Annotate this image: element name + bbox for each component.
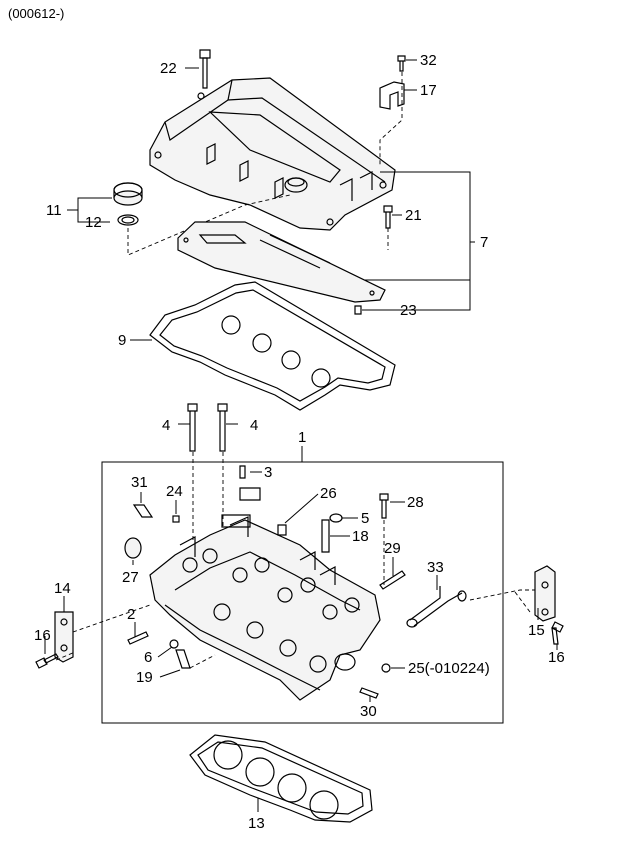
callout-16b: 16 — [548, 649, 565, 666]
callout-13: 13 — [248, 815, 265, 832]
stud-19 — [175, 649, 191, 669]
callout-12: 12 — [85, 214, 102, 231]
callout-30: 30 — [360, 703, 377, 720]
callout-9: 9 — [118, 332, 126, 349]
tube-18 — [321, 513, 343, 553]
callout-1: 1 — [298, 429, 306, 446]
plug-25 — [381, 663, 391, 673]
stud-2 — [127, 631, 149, 645]
header-code: (000612-) — [8, 6, 65, 21]
bolt-16a — [35, 653, 59, 669]
bolt-16b — [551, 621, 564, 645]
callout-18: 18 — [352, 528, 369, 545]
bracket-14 — [54, 611, 74, 663]
cylinder-head — [149, 516, 381, 701]
cap-gasket-12 — [117, 214, 139, 226]
cover-gasket-9 — [149, 281, 396, 411]
cam-cap-3 — [221, 465, 261, 528]
callout-17: 17 — [420, 82, 437, 99]
sensor-26 — [277, 524, 287, 536]
grommet-23 — [354, 305, 362, 315]
bolt-6 — [169, 639, 179, 649]
callout-23: 23 — [400, 302, 417, 319]
head-gasket-13 — [189, 734, 373, 823]
bracket-15 — [534, 565, 556, 622]
callout-24: 24 — [166, 483, 183, 500]
callout-25: 25(-010224) — [408, 660, 490, 677]
callout-19: 19 — [136, 669, 153, 686]
callout-7: 7 — [480, 234, 488, 251]
callout-26: 26 — [320, 485, 337, 502]
callout-31: 31 — [131, 474, 148, 491]
callout-29: 29 — [384, 540, 401, 557]
clip-17 — [379, 81, 405, 110]
callout-33: 33 — [427, 559, 444, 576]
callout-3: 3 — [264, 464, 272, 481]
callout-27: 27 — [122, 569, 139, 586]
plug-31 — [132, 504, 154, 518]
head-bolt-4a — [187, 403, 198, 452]
stud-30 — [359, 687, 379, 699]
dowel-24 — [172, 515, 180, 523]
oil-filler-cap-11 — [113, 182, 143, 206]
callout-32: 32 — [420, 52, 437, 69]
head-bolt-4b — [217, 403, 228, 452]
callout-21: 21 — [405, 207, 422, 224]
bolt-32 — [397, 55, 406, 72]
callout-4b: 4 — [250, 417, 258, 434]
callout-2: 2 — [127, 606, 135, 623]
bolt-28 — [379, 493, 389, 519]
callout-labels: 22 32 17 11 12 21 7 23 9 4 4 1 3 31 24 2… — [34, 52, 565, 832]
callout-28: 28 — [407, 494, 424, 511]
callout-4a: 4 — [162, 417, 170, 434]
pipe-33 — [406, 586, 467, 628]
head-assembly-frame — [101, 461, 504, 724]
seal-27 — [124, 537, 142, 559]
baffle-plate — [177, 221, 386, 303]
bolt-21 — [383, 205, 393, 229]
callout-16a: 16 — [34, 627, 51, 644]
callout-5: 5 — [361, 510, 369, 527]
rocker-cover — [149, 77, 396, 231]
callout-14: 14 — [54, 580, 71, 597]
callout-15: 15 — [528, 622, 545, 639]
bolt-22 — [199, 49, 211, 89]
callout-6: 6 — [144, 649, 152, 666]
callout-11: 11 — [46, 202, 62, 219]
callout-22: 22 — [160, 60, 177, 77]
stud-29 — [379, 570, 406, 590]
